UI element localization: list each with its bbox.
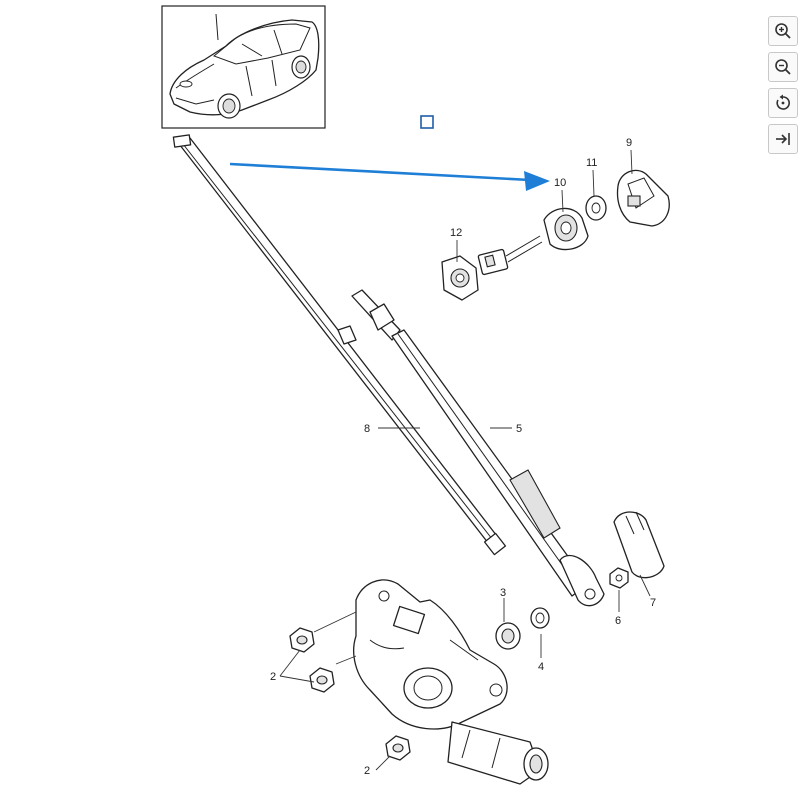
callout-8: 8: [364, 423, 370, 435]
car-illustration-icon: [169, 13, 320, 119]
callout-12: 12: [450, 227, 462, 239]
washer-part-4[interactable]: [530, 607, 550, 629]
zoom-in-icon: [775, 23, 791, 39]
collapse-panel-button[interactable]: [768, 124, 798, 154]
callout-2-lower: 2: [364, 765, 370, 777]
wiper-arm-part-5[interactable]: [351, 289, 605, 607]
bolt-part-2-middle[interactable]: [309, 667, 335, 693]
callout-9: 9: [626, 137, 632, 149]
callout-2-upper: 2: [270, 671, 276, 683]
collapse-panel-icon: [776, 133, 790, 145]
callout-5: 5: [516, 423, 522, 435]
selection-marker[interactable]: [420, 115, 434, 129]
wiper-motor-assembly[interactable]: [353, 579, 549, 785]
callout-numbers: 9 11 10 12 8 5 3 4 6 7 2 2: [270, 137, 656, 777]
arm-cap-part-7[interactable]: [613, 511, 665, 579]
reset-rotate-button[interactable]: [768, 88, 798, 118]
cover-part-9[interactable]: [616, 169, 670, 227]
viewer-toolbar: [768, 16, 800, 154]
leader-lines: [279, 149, 651, 771]
wiring-connector[interactable]: [477, 235, 543, 276]
callout-6: 6: [615, 615, 621, 627]
callout-4: 4: [538, 661, 544, 673]
callout-3: 3: [500, 587, 506, 599]
zoom-in-button[interactable]: [768, 16, 798, 46]
zoom-out-icon: [775, 59, 791, 75]
bolt-part-2-upper[interactable]: [289, 627, 315, 653]
connector-nut-part-12[interactable]: [441, 255, 479, 301]
pointer-arrow: [229, 162, 550, 191]
washer-part-11[interactable]: [585, 195, 607, 221]
wiper-blade-part-8[interactable]: [172, 134, 507, 556]
bolt-part-2-lower[interactable]: [385, 735, 411, 761]
nut-part-6[interactable]: [609, 567, 629, 589]
reset-rotate-icon: [776, 94, 790, 110]
zoom-out-button[interactable]: [768, 52, 798, 82]
callout-10: 10: [554, 177, 566, 189]
bushing-part-10[interactable]: [543, 207, 589, 251]
callout-7: 7: [650, 597, 656, 609]
grommet-part-3[interactable]: [495, 622, 521, 650]
vehicle-inset[interactable]: [161, 5, 326, 129]
callout-11: 11: [586, 157, 597, 169]
